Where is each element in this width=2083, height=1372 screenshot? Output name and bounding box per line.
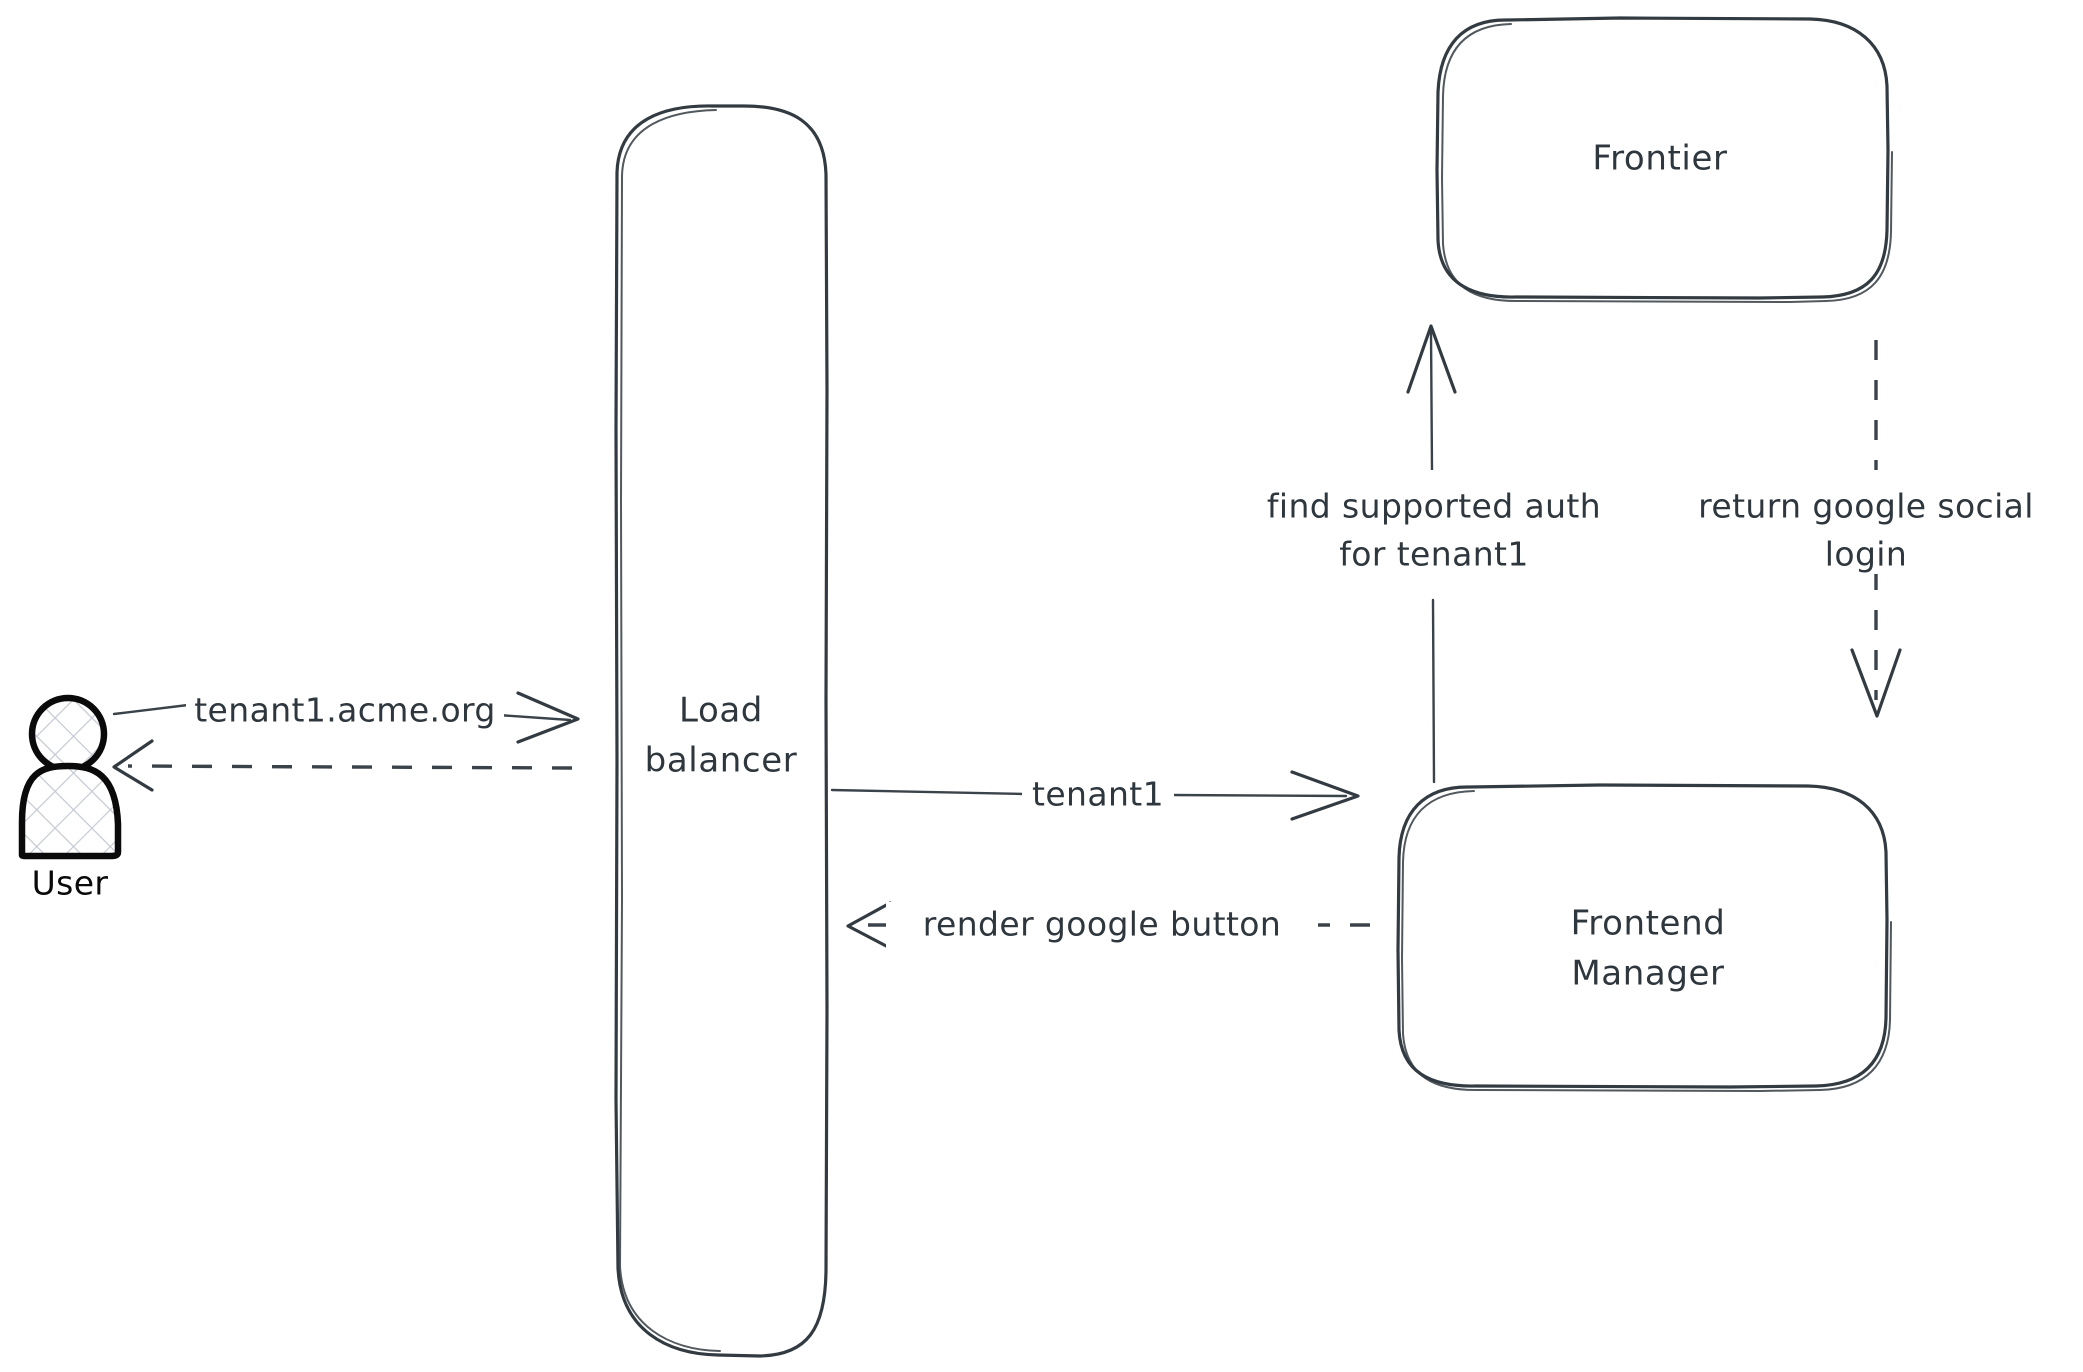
edge-frontend-manager-to-frontier[interactable]: find supported auth for tenant1	[1224, 324, 1638, 784]
node-load-balancer[interactable]: Load balancer	[614, 104, 829, 1358]
edge-frontend-manager-to-load-balancer[interactable]: render google button	[846, 901, 1370, 950]
edge-label-bg	[1660, 470, 2080, 574]
actor-label-user: User	[32, 864, 109, 903]
edge-label-find-supported-auth-line2: for tenant1	[1339, 535, 1529, 574]
edge-user-to-load-balancer[interactable]: tenant1.acme.org	[112, 686, 580, 744]
edge-label-tenant1-acme-org: tenant1.acme.org	[194, 691, 496, 730]
node-frontier[interactable]: Frontier	[1435, 16, 1893, 303]
edge-label-bg	[1224, 470, 1638, 574]
node-frontend-manager[interactable]: Frontend Manager	[1396, 783, 1892, 1092]
edge-label-return-google-social-line2: login	[1825, 535, 1907, 574]
edge-load-balancer-to-user[interactable]	[112, 739, 573, 792]
edge-load-balancer-to-frontend-manager[interactable]: tenant1	[830, 770, 1360, 821]
edge-label-tenant1: tenant1	[1032, 775, 1164, 814]
edge-frontier-to-frontend-manager[interactable]: return google social login	[1660, 340, 2080, 718]
edge-label-bg	[886, 902, 1318, 950]
edge-label-find-supported-auth-line1: find supported auth	[1267, 487, 1601, 526]
node-label-frontend-manager-line2: Manager	[1571, 954, 1724, 994]
node-label-load-balancer-line2: balancer	[645, 741, 798, 781]
node-label-frontend-manager-line1: Frontend	[1571, 904, 1726, 944]
actor-user[interactable]: User	[18, 694, 122, 903]
edge-label-bg	[186, 686, 504, 734]
node-label-frontier: Frontier	[1592, 139, 1727, 179]
node-label-load-balancer-line1: Load	[679, 691, 763, 731]
edge-label-bg	[1022, 772, 1174, 820]
edge-label-render-google-button: render google button	[923, 905, 1281, 944]
edge-label-return-google-social-line1: return google social	[1698, 487, 2034, 526]
